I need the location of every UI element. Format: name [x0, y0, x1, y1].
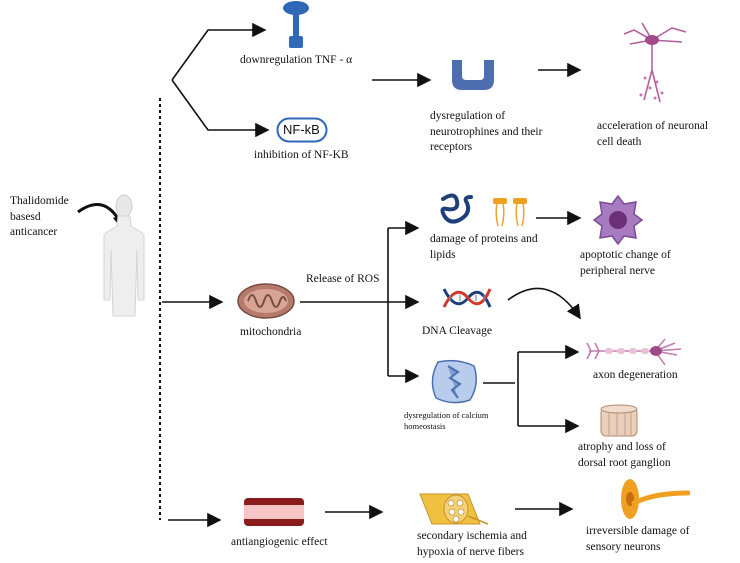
proteins-line-1: damage of proteins and [430, 233, 538, 245]
calcium-label: dysregulation of calcium homeostasis [404, 410, 489, 433]
receptor-u-icon [452, 60, 494, 90]
blood-vessel-icon [244, 498, 304, 526]
antiangiogenic-label: antiangiogenic effect [231, 536, 328, 548]
drg-label: atrophy and loss of dorsal root ganglion [578, 440, 671, 471]
tnf-label: downregulation TNF - α [240, 54, 353, 66]
proteins-label: damage of proteins and lipids [430, 232, 538, 263]
ischemia-label: secondary ischemia and hypoxia of nerve … [417, 529, 527, 560]
axon-icon [586, 338, 682, 366]
ros-label: Release of ROS [306, 273, 380, 285]
start-line-2: basesd [10, 210, 41, 223]
drg-line-2: dorsal root ganglion [578, 456, 671, 469]
calcium-line-1: dysregulation of calcium [404, 410, 489, 420]
arrow-dna-to-axon [507, 287, 581, 320]
mitochondria-label: mitochondria [240, 326, 302, 338]
arrow-to-tnf [171, 22, 267, 81]
human-body-icon [103, 194, 145, 317]
apoptotic-line-2: peripheral nerve [580, 264, 656, 277]
protein-icon [440, 193, 473, 224]
nfkb-icon [276, 117, 328, 143]
calcium-line-2: homeostasis [404, 421, 446, 432]
irreversible-line-1: irreversible damage of [586, 525, 690, 537]
nerve-fiber-icon [419, 493, 489, 525]
apoptotic-label: apoptotic change of peripheral nerve [580, 248, 671, 279]
nfkb-badge-text: NF-kB [283, 122, 320, 137]
apoptotic-line-1: apoptotic change of [580, 249, 671, 261]
neurotroph-line-1: dysregulation of [430, 110, 506, 122]
cell-death-label: acceleration of neuronal cell death [597, 119, 708, 150]
cell-death-line-2: cell death [597, 135, 642, 148]
lipid-icon [493, 198, 527, 227]
neuron-icon [623, 22, 687, 103]
dna-icon [442, 288, 492, 308]
tnf-receptor-icon [283, 1, 309, 48]
sensory-neuron-icon [621, 479, 690, 519]
start-line-1: Thalidomide [10, 195, 69, 207]
arrow-to-nfkb [171, 79, 270, 138]
neurotroph-label: dysregulation of neurotrophines and thei… [430, 109, 542, 156]
irreversible-label: irreversible damage of sensory neurons [586, 524, 689, 555]
neurotroph-line-2: neurotrophines and their [430, 125, 543, 138]
nfkb-label: inhibition of NF-KB [254, 149, 349, 161]
mitochondria-icon [237, 283, 295, 319]
apoptotic-cell-icon [592, 194, 644, 246]
start-line-3: anticancer [10, 226, 58, 239]
neurotroph-line-3: receptors [430, 141, 473, 154]
ganglion-icon [600, 404, 638, 437]
proteins-line-2: lipids [430, 248, 456, 261]
ischemia-line-2: hypoxia of nerve fibers [417, 545, 524, 558]
dna-label: DNA Cleavage [422, 325, 492, 337]
calcium-cell-icon [431, 359, 477, 404]
axon-label: axon degeneration [593, 369, 678, 381]
ischemia-line-1: secondary ischemia and [417, 530, 527, 542]
irreversible-line-2: sensory neurons [586, 540, 661, 553]
drg-line-1: atrophy and loss of [578, 441, 666, 453]
start-label: Thalidomide basesd anticancer [10, 194, 69, 241]
cell-death-line-1: acceleration of neuronal [597, 120, 709, 132]
